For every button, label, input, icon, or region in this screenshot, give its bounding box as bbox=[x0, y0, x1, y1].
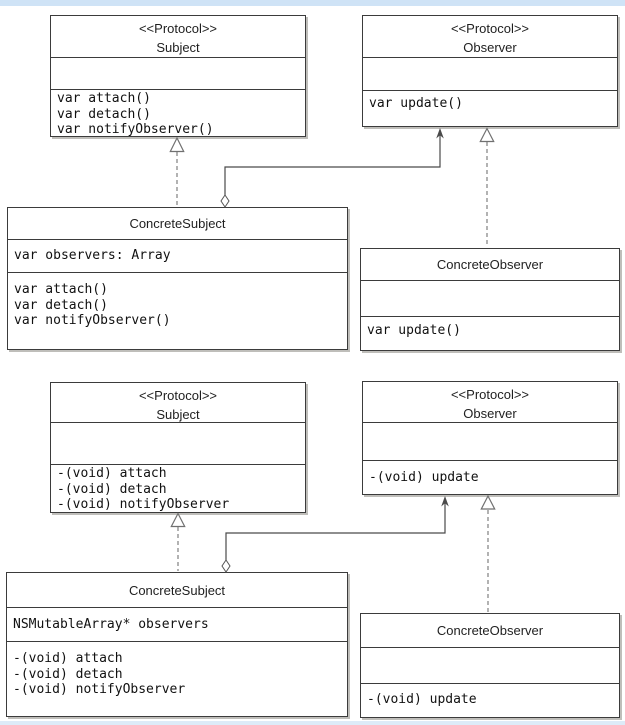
realization-arrow-concretesubject-subject-objc bbox=[170, 512, 186, 571]
attributes-compartment: var observers: Array bbox=[8, 240, 347, 273]
diamond-icon bbox=[221, 559, 231, 573]
methods-compartment: var update() bbox=[361, 317, 619, 350]
attributes-compartment bbox=[51, 58, 305, 90]
class-title: <<Protocol>> Subject bbox=[51, 383, 305, 423]
class-title: <<Protocol>> Subject bbox=[51, 16, 305, 58]
method-label: var detach() bbox=[14, 297, 108, 313]
window-bottom-strip bbox=[0, 721, 625, 725]
class-box-concrete-subject-swift: ConcreteSubject var observers: Array var… bbox=[7, 207, 348, 350]
methods-compartment: -(void) update bbox=[361, 684, 619, 717]
class-name: ConcreteSubject bbox=[8, 208, 347, 240]
attribute-label: var observers: Array bbox=[14, 248, 171, 264]
methods-compartment: -(void) update bbox=[363, 461, 617, 494]
class-box-concrete-subject-objc: ConcreteSubject NSMutableArray* observer… bbox=[6, 572, 348, 717]
method-label: -(void) attach bbox=[13, 651, 123, 666]
realization-arrow-concreteobserver-observer-swift bbox=[479, 127, 495, 247]
method-label: -(void) notifyObserver bbox=[57, 497, 230, 512]
methods-compartment: -(void) attach -(void) detach -(void) no… bbox=[7, 642, 347, 716]
method-label: -(void) update bbox=[367, 692, 477, 707]
class-box-concrete-observer-objc: ConcreteObserver -(void) update bbox=[360, 613, 620, 718]
arrowhead-icon bbox=[436, 128, 444, 139]
class-title: <<Protocol>> Observer bbox=[363, 16, 617, 58]
arrowhead-icon bbox=[441, 496, 449, 507]
method-label: var detach() bbox=[57, 106, 151, 122]
method-label: -(void) attach bbox=[57, 466, 167, 481]
method-label: -(void) detach bbox=[57, 481, 167, 497]
attributes-compartment bbox=[51, 423, 305, 465]
attributes-compartment bbox=[361, 648, 619, 684]
method-label: -(void) update bbox=[369, 470, 479, 485]
class-name: ConcreteObserver bbox=[361, 614, 619, 648]
methods-compartment: var update() bbox=[363, 91, 617, 126]
methods-compartment: var attach() var detach() var notifyObse… bbox=[51, 90, 305, 138]
class-stereotype: <<Protocol>> bbox=[450, 387, 530, 402]
method-label: -(void) notifyObserver bbox=[13, 682, 186, 697]
hollow-triangle-icon bbox=[169, 136, 185, 153]
method-label: var notifyObserver() bbox=[14, 313, 171, 328]
class-box-subject-objc: <<Protocol>> Subject -(void) attach -(vo… bbox=[50, 382, 306, 513]
class-title: <<Protocol>> Observer bbox=[363, 382, 617, 423]
method-label: var attach() bbox=[14, 282, 108, 297]
methods-compartment: -(void) attach -(void) detach -(void) no… bbox=[51, 465, 305, 513]
realization-arrow-concreteobserver-observer-objc bbox=[480, 494, 496, 612]
methods-compartment: var attach() var detach() var notifyObse… bbox=[8, 273, 347, 349]
method-label: var notifyObserver() bbox=[57, 122, 214, 137]
class-box-subject-swift: <<Protocol>> Subject var attach() var de… bbox=[50, 15, 306, 137]
method-label: -(void) detach bbox=[13, 666, 123, 682]
attributes-compartment bbox=[363, 58, 617, 91]
class-name: Subject bbox=[156, 40, 200, 55]
aggregation-connector-concretesubject-observer-swift bbox=[220, 128, 444, 208]
class-box-observer-swift: <<Protocol>> Observer var update() bbox=[362, 15, 618, 127]
realization-arrow-concretesubject-subject-swift bbox=[169, 136, 185, 206]
window-top-strip bbox=[0, 0, 625, 6]
class-stereotype: <<Protocol>> bbox=[138, 388, 218, 403]
method-label: var update() bbox=[367, 323, 461, 338]
class-name: Subject bbox=[156, 407, 200, 422]
class-name: ConcreteObserver bbox=[361, 249, 619, 281]
attributes-compartment bbox=[361, 281, 619, 317]
class-name: ConcreteSubject bbox=[7, 573, 347, 608]
hollow-triangle-icon bbox=[479, 127, 495, 143]
class-box-observer-objc: <<Protocol>> Observer -(void) update bbox=[362, 381, 618, 495]
class-box-concrete-observer-swift: ConcreteObserver var update() bbox=[360, 248, 620, 351]
class-name: Observer bbox=[463, 406, 517, 421]
method-label: var update() bbox=[369, 96, 463, 111]
class-stereotype: <<Protocol>> bbox=[450, 21, 530, 36]
hollow-triangle-icon bbox=[170, 512, 186, 528]
attributes-compartment: NSMutableArray* observers bbox=[7, 608, 347, 642]
hollow-triangle-icon bbox=[480, 494, 496, 510]
class-stereotype: <<Protocol>> bbox=[138, 21, 218, 36]
class-name: Observer bbox=[463, 40, 517, 55]
diamond-icon bbox=[220, 194, 230, 208]
attribute-label: NSMutableArray* observers bbox=[13, 616, 209, 632]
attributes-compartment bbox=[363, 423, 617, 461]
method-label: var attach() bbox=[57, 91, 151, 106]
